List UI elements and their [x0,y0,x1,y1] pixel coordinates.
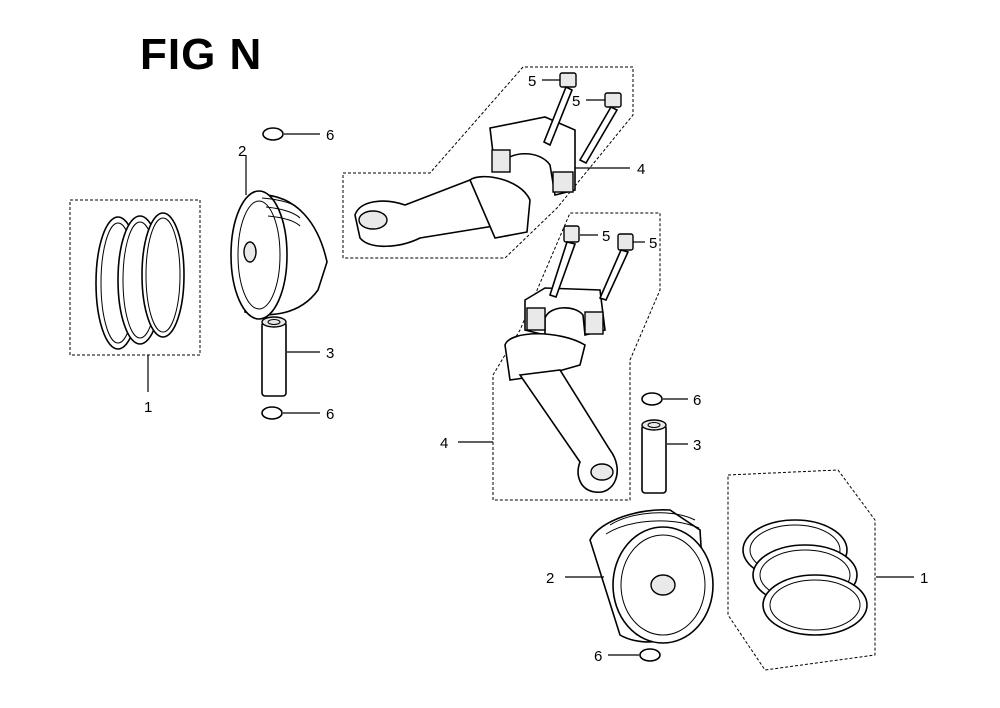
callout-rings-right: 1 [920,570,928,587]
piston-left[interactable] [230,190,328,320]
callout-clip-left-top: 6 [326,127,334,144]
piston-rings-left[interactable] [69,199,201,356]
rod-bolt-middle-b[interactable] [598,233,634,301]
callout-clip-left-bottom: 6 [326,406,334,423]
figure-title: FIG N [140,30,263,79]
connecting-rod-top[interactable] [354,116,576,248]
connecting-rod-middle[interactable] [504,287,619,493]
pin-clip-right-bottom[interactable] [639,648,661,662]
piston-pin-right[interactable] [641,419,667,494]
rod-bolt-top-b[interactable] [578,92,622,165]
callout-rod-middle: 4 [440,435,448,452]
callout-pin-left: 3 [326,345,334,362]
callout-clip-right-bottom: 6 [594,648,602,665]
callout-rings-left: 1 [144,399,152,416]
piston-rings-right[interactable] [727,469,876,671]
pin-clip-right-top[interactable] [641,392,663,406]
piston-pin-left[interactable] [261,316,287,397]
callout-pin-right: 3 [693,437,701,454]
pin-clip-left-bottom[interactable] [261,406,283,420]
callout-bolt-middle-a: 5 [602,228,610,245]
callout-bolt-top-a: 5 [528,73,536,90]
rod-bolt-middle-a[interactable] [548,225,580,299]
callout-bolt-middle-b: 5 [649,235,657,252]
callout-bolt-top-b: 5 [572,93,580,110]
pin-clip-left-top[interactable] [262,127,284,141]
piston-right[interactable] [589,509,714,644]
callout-piston-left: 2 [238,143,246,160]
callout-piston-right: 2 [546,570,554,587]
callout-rod-top: 4 [637,161,645,178]
callout-clip-right-top: 6 [693,392,701,409]
rod-bolt-top-a[interactable] [542,72,577,147]
